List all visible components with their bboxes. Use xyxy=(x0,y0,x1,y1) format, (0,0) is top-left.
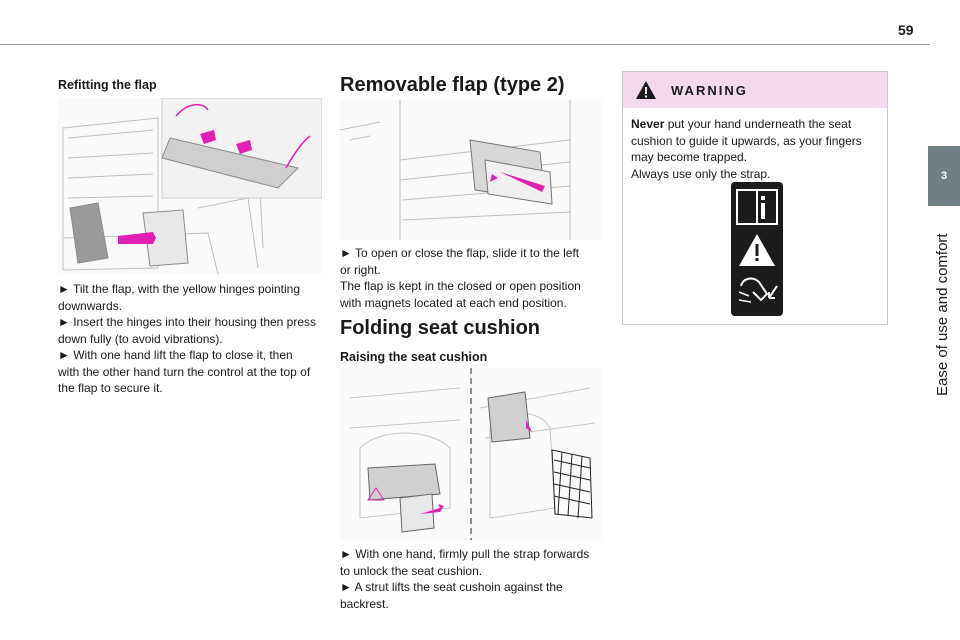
text-line: The flap is kept in the closed or open p… xyxy=(340,279,581,293)
text-line: ► With one hand, firmly pull the strap f… xyxy=(340,547,590,561)
page-number: 59 xyxy=(898,22,914,38)
subheading-raising-seat: Raising the seat cushion xyxy=(340,350,488,364)
text-line: Always use only the strap. xyxy=(631,166,771,181)
text-line: downwards. xyxy=(58,298,123,313)
chapter-title-text: Ease of use and comfort xyxy=(934,233,951,396)
section-heading-removable-flap: Removable flap (type 2) xyxy=(340,74,565,96)
text-line: may become trapped. xyxy=(631,150,748,164)
warning-title: WARNING xyxy=(671,82,748,98)
warning-body: Never put your hand underneath the seat … xyxy=(623,108,887,182)
header-rule xyxy=(0,44,930,45)
text-line: to unlock the seat cushion. xyxy=(340,563,483,578)
instructions-refitting: ► Tilt the flap, with the yellow hinges … xyxy=(58,281,324,397)
warning-header: WARNING xyxy=(623,72,887,108)
chapter-tab-title: Ease of use and comfort xyxy=(928,206,960,406)
column-flap-type2: Removable flap (type 2) xyxy=(340,74,602,97)
text-line: with magnets located at each end positio… xyxy=(340,295,567,310)
text-line: cushion to guide it upwards, as your fin… xyxy=(631,133,862,148)
warning-box: WARNING Never put your hand underneath t… xyxy=(622,71,888,325)
chapter-tab-number[interactable]: 3 xyxy=(928,146,960,206)
text-line: with the other hand turn the control at … xyxy=(58,364,311,379)
text-line: down fully (to avoid vibrations). xyxy=(58,331,223,346)
text-line: ► A strut lifts the seat cushoin against… xyxy=(340,580,563,594)
text-line: the flap to secure it. xyxy=(58,381,163,395)
text-line: backrest. xyxy=(340,596,389,611)
text-line: ► Insert the hinges into their housing t… xyxy=(58,315,317,329)
illustration-refitting-flap xyxy=(58,98,322,274)
section-heading-refitting: Refitting the flap xyxy=(58,78,157,92)
warning-lead: Never xyxy=(631,117,665,131)
column-refitting: Refitting the flap xyxy=(58,70,322,92)
text-line: put your hand underneath the seat xyxy=(664,117,852,131)
safety-pictogram xyxy=(731,182,783,316)
section-folding-seat: Folding seat cushion Raising the seat cu… xyxy=(340,317,602,364)
text-line: ► To open or close the flap, slide it to… xyxy=(340,246,580,260)
section-heading-folding-seat: Folding seat cushion xyxy=(340,317,541,339)
instructions-seat-cushion: ► With one hand, firmly pull the strap f… xyxy=(340,546,602,612)
instructions-flap-type2: ► To open or close the flap, slide it to… xyxy=(340,245,602,311)
text-line: or right. xyxy=(340,262,381,277)
text-line: ► Tilt the flap, with the yellow hinges … xyxy=(58,282,301,296)
illustration-seat-cushion xyxy=(340,368,602,540)
text-line: ► With one hand lift the flap to close i… xyxy=(58,348,293,362)
warning-triangle-icon xyxy=(636,81,656,99)
manual-info-icon xyxy=(736,189,778,303)
illustration-removable-flap xyxy=(340,100,602,240)
